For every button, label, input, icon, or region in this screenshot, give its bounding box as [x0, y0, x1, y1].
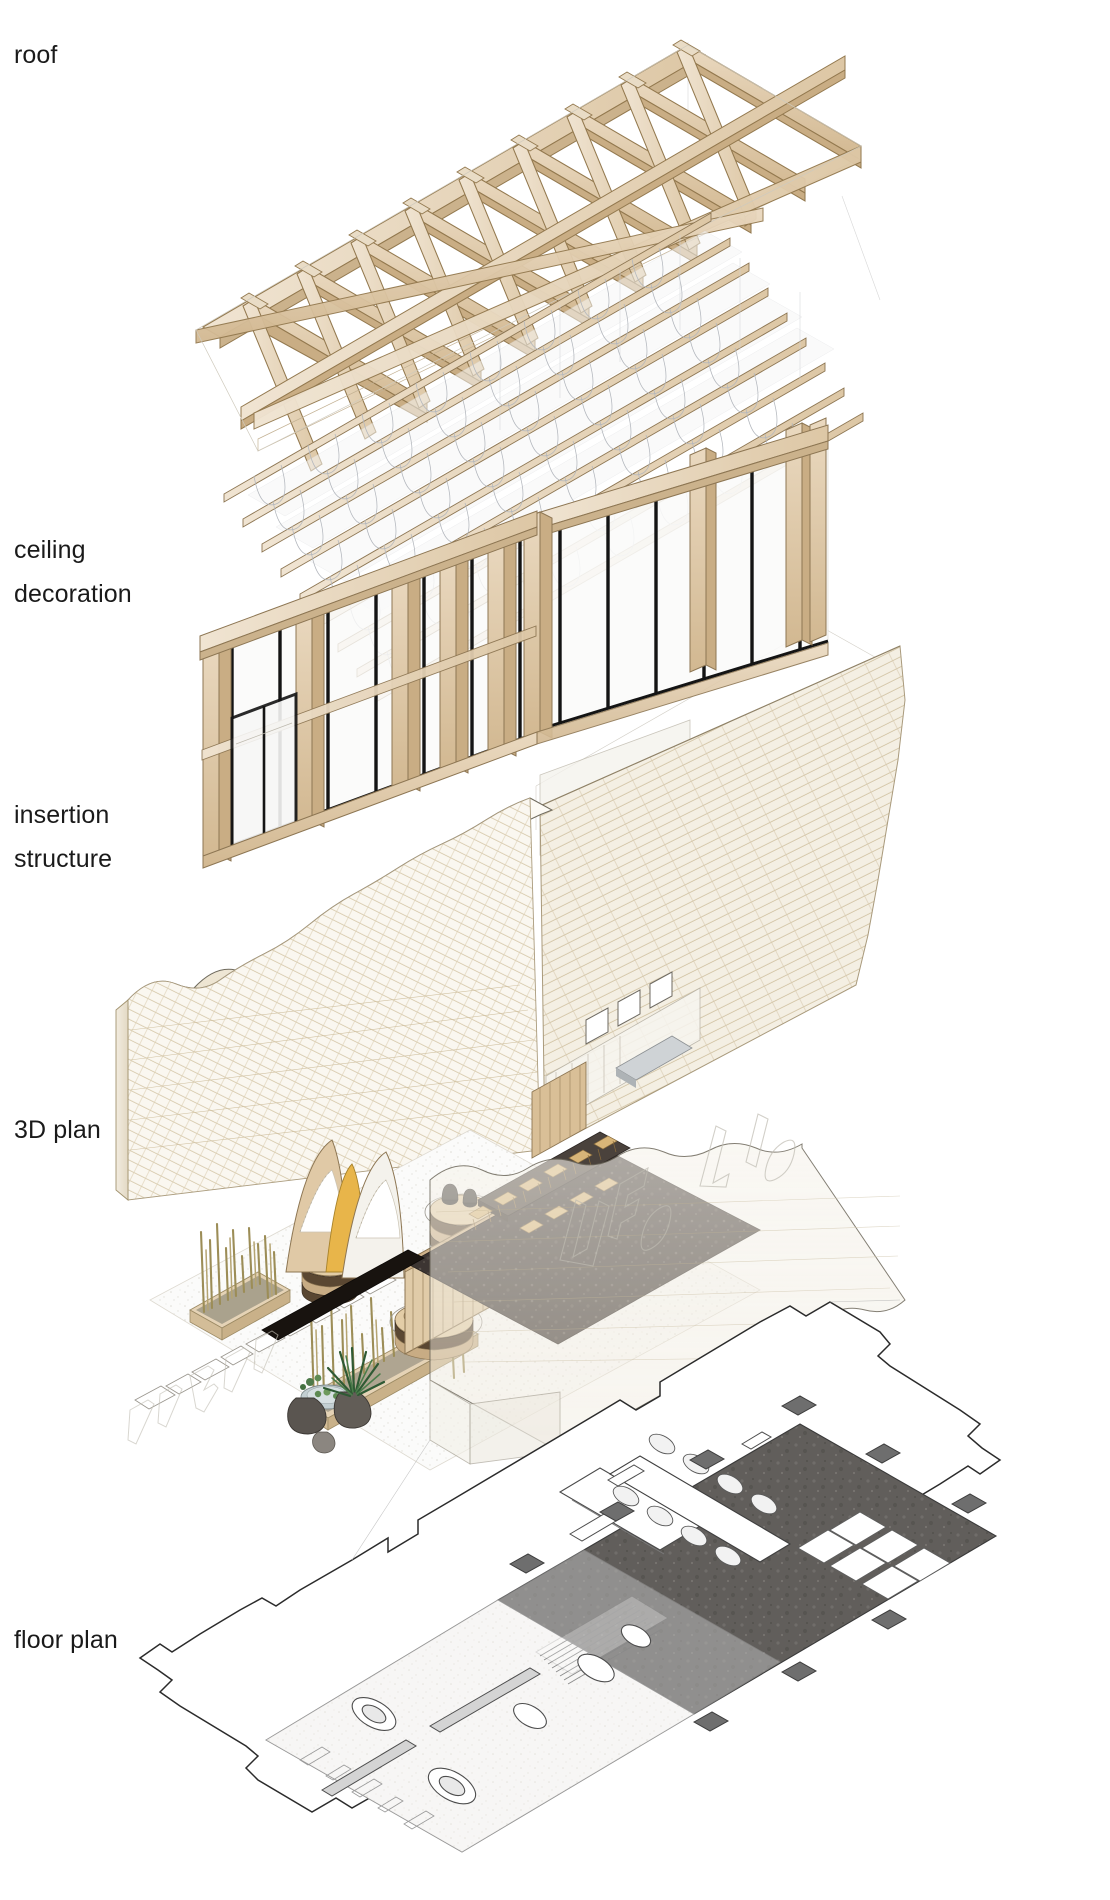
floorplan-planter-strips — [321, 1667, 541, 1797]
plan-watermark-outline — [559, 1113, 796, 1267]
rock-and-planting-group — [287, 1346, 386, 1454]
layer-label-ceiling-line2: decoration — [14, 580, 132, 608]
floorplan-projection-lines — [351, 1299, 901, 1561]
bamboo-planter-upper — [189, 1222, 291, 1341]
ceiling-hanger-threads — [499, 235, 801, 430]
layer-roof — [195, 39, 881, 472]
mountain-sculptures — [285, 1139, 405, 1279]
floorplan-fittings — [569, 1431, 772, 1542]
layer-label-roof: roof — [14, 41, 58, 69]
insertion-far-posts — [689, 417, 827, 673]
insertion-far-top-beam — [533, 424, 829, 539]
layer-label-ceiling-decoration: ceiling decoration — [14, 528, 132, 616]
floorplan-court-objects — [351, 1624, 652, 1805]
layer-label-floor-plan: floor plan — [14, 1626, 118, 1654]
roof-eave-left — [195, 207, 764, 344]
floorplan-dining-set — [608, 1433, 792, 1567]
layer-label-insertion-line1: insertion — [14, 801, 110, 829]
layer-label-insertion-structure: insertion structure — [14, 793, 112, 881]
insertion-near-posts — [202, 511, 553, 863]
roof-far-plane-outline — [195, 44, 862, 452]
layer-3d-plan — [115, 645, 906, 1471]
insertion-sill-beams — [202, 642, 829, 869]
layer-insertion-structure — [199, 417, 890, 869]
interior-back-counter — [531, 971, 701, 1159]
stone-wall-near — [115, 797, 554, 1201]
floorplan-column-pads — [508, 1395, 988, 1732]
plan-watermark-outline-secondary — [127, 1330, 279, 1445]
layer-label-ceiling-line1: ceiling — [14, 536, 86, 564]
stone-wall-ghost-overlay — [429, 1143, 906, 1465]
layer-floor-plan — [138, 1299, 1002, 1853]
insertion-near-top-beam — [199, 510, 538, 661]
floorplan-grid-panels — [797, 1511, 951, 1600]
layer-label-insertion-line2: structure — [14, 845, 113, 873]
floorplan-raked-lines — [299, 1746, 435, 1830]
stone-wall-far — [539, 645, 906, 1151]
roof-ridge-caps — [240, 39, 701, 310]
floorplan-stair-outline — [535, 1595, 669, 1675]
layer-label-3d-plan: 3D plan — [14, 1116, 101, 1144]
